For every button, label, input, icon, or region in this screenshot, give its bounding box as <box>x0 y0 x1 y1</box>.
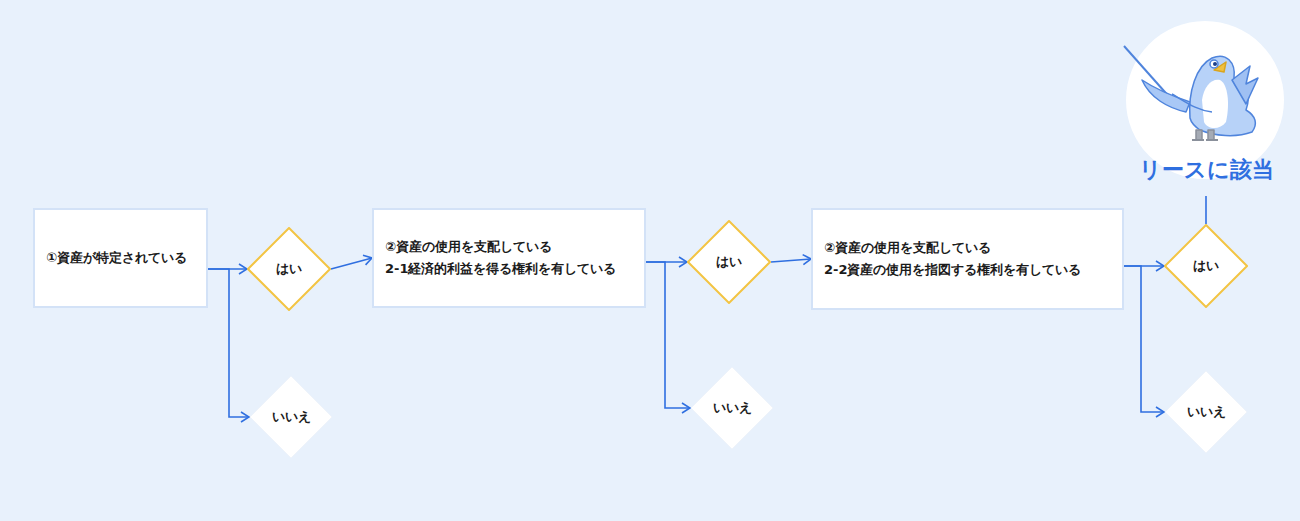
node-text: いいえ <box>1187 401 1226 423</box>
process-box: ②資産の使用を支配している2-1経済的利益を得る権利を有している <box>372 208 646 308</box>
diamond-shape <box>1165 371 1247 453</box>
node-text: ②資産の使用を支配している <box>385 236 552 258</box>
diamond-shape <box>691 367 773 449</box>
decision-diamond: いいえ <box>690 366 774 450</box>
node-text: はい <box>1193 255 1219 277</box>
decision-diamond: いいえ <box>1164 370 1248 454</box>
node-text: ①資産が特定されている <box>46 247 187 269</box>
diamond-shape <box>688 221 770 303</box>
bird-mascot <box>1124 46 1258 140</box>
decision-diamond: いいえ <box>249 375 333 459</box>
node-text: はい <box>276 258 302 280</box>
node-text: 2-1経済的利益を得る権利を有している <box>385 258 617 280</box>
mascot-circle <box>1126 21 1284 179</box>
flow-connector <box>771 259 811 262</box>
node-text: はい <box>716 251 742 273</box>
result-text: リースに該当 <box>1139 156 1274 184</box>
decision-diamond: はい <box>687 220 771 304</box>
node-text: 2-2資産の使用を指図する権利を有している <box>824 259 1082 281</box>
node-text: ②資産の使用を支配している <box>824 237 991 259</box>
decision-diamond: はい <box>247 227 331 311</box>
process-box: ②資産の使用を支配している2-2資産の使用を指図する権利を有している <box>811 208 1124 310</box>
process-box: ①資産が特定されている <box>33 208 208 308</box>
flow-connector <box>331 258 372 269</box>
diamond-shape <box>1165 225 1247 307</box>
node-text: いいえ <box>272 406 311 428</box>
flow-connector <box>208 269 249 417</box>
flow-connector <box>646 262 690 408</box>
decision-diamond: はい <box>1164 224 1248 308</box>
result-label: リースに該当 <box>1126 148 1286 192</box>
flow-connector <box>1124 266 1164 412</box>
diamond-shape <box>248 228 330 310</box>
diamond-shape <box>250 376 332 458</box>
node-text: いいえ <box>713 397 752 419</box>
flow-connector <box>1205 196 1207 224</box>
